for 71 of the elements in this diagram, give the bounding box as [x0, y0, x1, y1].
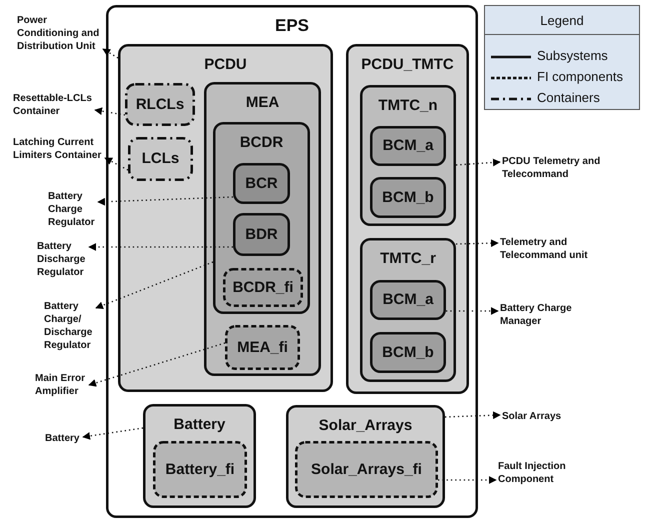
leader-line: [88, 243, 233, 251]
subsystem-box: [360, 85, 456, 226]
leader-line: [95, 261, 214, 310]
box-label: BCM_b: [381, 188, 435, 206]
box-label: BCM_a: [382, 291, 434, 309]
box-label: PCDU: [203, 56, 248, 74]
leader-line: [82, 427, 144, 440]
subsystem-box: [118, 44, 333, 392]
legend-text: FI components: [537, 69, 623, 84]
leader-line: [104, 157, 128, 171]
annotation-text: Battery Charge Manager: [500, 302, 573, 328]
annotation-text: Battery Charge/ Discharge Regulator: [44, 300, 94, 352]
box-label: BDR: [244, 226, 279, 244]
fault-injection-box: [295, 441, 438, 498]
annotation-text: PCDU Telemetry and Telecommand: [502, 155, 602, 181]
box-label: BCM_b: [381, 344, 435, 362]
box-label: Solar_Arrays: [318, 417, 414, 435]
subsystem-box: [370, 177, 446, 218]
box-label: Battery_fi: [164, 460, 236, 478]
leader-line: [444, 411, 501, 420]
annotation-text: Telemetry and Telecommand unit: [500, 236, 589, 262]
subsystem-box: [370, 332, 446, 373]
subsystem-box: [370, 126, 446, 166]
box-label: Battery: [172, 416, 226, 434]
annotation-text: Main Error Amplifier: [35, 372, 87, 398]
subsystem-box: [346, 44, 469, 394]
box-label: BCM_a: [382, 137, 434, 155]
leader-line: [456, 239, 499, 248]
subsystem-box: [213, 122, 310, 314]
box-label: BCDR_fi: [232, 278, 294, 296]
leader-line: [438, 476, 497, 484]
annotation-text: Fault Injection Component: [498, 460, 567, 486]
leader-line: [446, 307, 499, 315]
legend-text: Containers: [537, 90, 600, 105]
legend-title: Legend: [539, 13, 585, 28]
fault-injection-box: [153, 441, 247, 498]
subsystem-box: [233, 213, 290, 256]
annotation-text: Resettable-LCLs Container: [13, 92, 93, 118]
subsystem-box: [370, 280, 446, 320]
subsystem-box: [360, 238, 456, 382]
box-label: Solar_Arrays_fi: [310, 460, 423, 478]
subsystem-box: [204, 82, 321, 376]
box-label: MEA: [244, 94, 280, 112]
box-label: TMTC_n: [377, 97, 439, 115]
leader-line: [88, 342, 226, 387]
box-label: EPS: [274, 17, 310, 35]
annotation-text: Battery Discharge Regulator: [37, 240, 87, 279]
annotation-text: Solar Arrays: [502, 410, 563, 423]
annotation-text: Battery: [45, 432, 81, 445]
container-box: [125, 83, 195, 126]
leader-line: [102, 48, 118, 59]
annotation-text: Latching Current Limiters Container: [13, 136, 103, 162]
box-label: TMTC_r: [379, 250, 437, 268]
box-label: BCDR: [238, 134, 284, 152]
annotation-text: Battery Charge Regulator: [48, 190, 96, 229]
leader-line: [97, 196, 234, 206]
subsystem-box: [143, 404, 256, 508]
box-label: MEA_fi: [236, 338, 289, 356]
fault-injection-box: [225, 325, 300, 370]
box-label: PCDU_TMTC: [360, 56, 455, 74]
subsystem-box: [106, 5, 478, 518]
legend-text: Subsystems: [537, 48, 608, 63]
subsystem-box: [233, 163, 290, 204]
fault-injection-box: [223, 268, 303, 307]
box-label: BCR: [244, 174, 279, 192]
box-label: RLCLs: [134, 96, 186, 114]
container-box: [128, 137, 193, 181]
leader-line: [456, 158, 501, 166]
annotation-text: Power Conditioning and Distribution Unit: [17, 14, 101, 53]
subsystem-box: [286, 405, 445, 508]
box-label: LCLs: [140, 150, 180, 168]
